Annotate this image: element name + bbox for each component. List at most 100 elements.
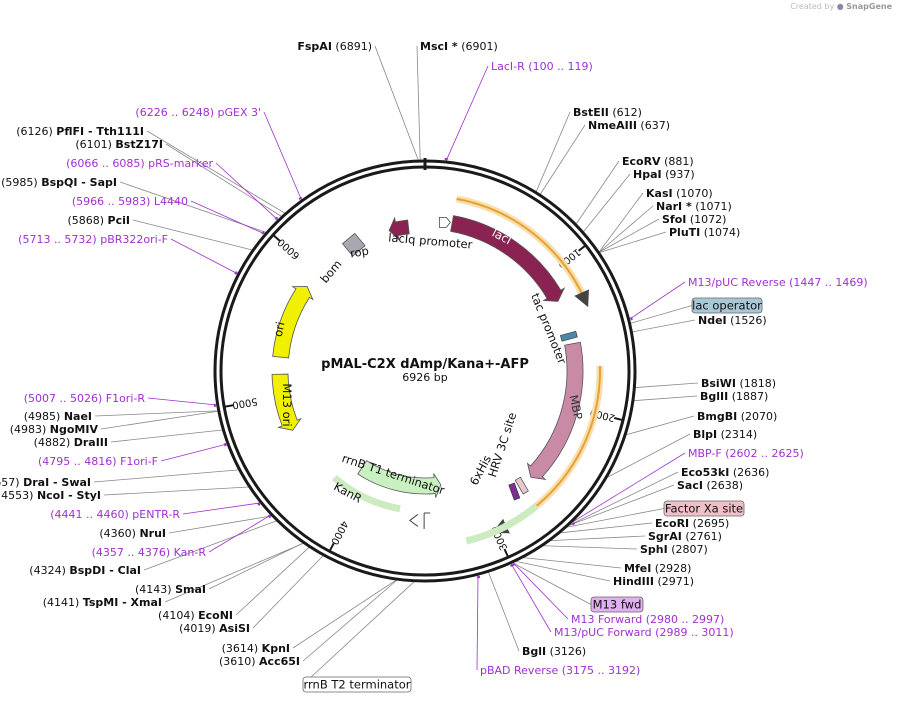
primer-line-f1ori-f (160, 443, 228, 462)
primer-f1ori-r[interactable]: (5007 .. 5026) F1ori-R (24, 392, 146, 405)
site-sfoi[interactable]: SfoI (1072) (662, 213, 726, 226)
site-line-ndei (632, 319, 696, 333)
site-mfei[interactable]: MfeI (2928) (624, 562, 691, 575)
site-ecorv[interactable]: EcoRV (881) (622, 155, 694, 168)
site-pos: (6126) (16, 125, 53, 138)
site-pos: (5868) (67, 214, 104, 227)
site-ecori[interactable]: EcoRI (2695) (655, 517, 729, 530)
site-pos: (4324) (29, 564, 66, 577)
primer-line-laci-r (445, 65, 489, 162)
site-sgrai[interactable]: SgrAI (2761) (648, 530, 722, 543)
primer-kan-r[interactable]: (4357 .. 4376) Kan-R (92, 546, 207, 559)
site-sphi[interactable]: SphI (2807) (640, 543, 708, 556)
primer-line-mbp-f (571, 452, 686, 523)
feature-bom[interactable] (341, 232, 366, 257)
site-saci[interactable]: SacI (2638) (677, 479, 743, 492)
rrnB-T1-terminator-icon[interactable] (423, 512, 431, 529)
feature-KanR[interactable] (357, 460, 442, 498)
lacIq-promoter-icon[interactable] (438, 216, 451, 228)
site-asisi[interactable]: (4019) AsiSI (179, 622, 250, 635)
site-econi[interactable]: (4104) EcoNI (158, 609, 233, 622)
site-kpni[interactable]: (3614) KpnI (222, 642, 290, 655)
label-tac-promoter: tac promoter (528, 291, 569, 366)
primer-line-prs-marker (215, 162, 279, 221)
primer-m13-puc-reverse[interactable]: M13/pUC Reverse (1447 .. 1469) (688, 276, 868, 289)
primer-pentr-r[interactable]: (4441 .. 4460) pENTR-R (50, 508, 180, 521)
site-bsiwi[interactable]: BsiWI (1818) (701, 377, 776, 390)
primer-f1ori-f[interactable]: (4795 .. 4816) F1ori-F (38, 455, 158, 468)
site-msci[interactable]: MscI * (6901) (420, 40, 498, 53)
primer-m13-puc-forward[interactable]: M13/pUC Forward (2989 .. 3011) (554, 626, 734, 639)
HRV-3C-site-icon[interactable] (514, 476, 529, 495)
site-pos: (5985) (1, 176, 38, 189)
label-MBP: MBP (566, 394, 585, 421)
site-name: KpnI (262, 642, 290, 655)
primer-pbr322ori-f[interactable]: (5713 .. 5732) pBR322ori-F (18, 233, 168, 246)
site-nmeaiii[interactable]: NmeAIII (637) (588, 119, 670, 132)
primer-prs-marker[interactable]: (6066 .. 6085) pRS-marker (66, 157, 213, 170)
primer-mark (476, 575, 481, 579)
site-pos: (1074) (704, 226, 741, 239)
primer-l4440[interactable]: (5966 .. 5983) L4440 (72, 195, 188, 208)
site-pcii[interactable]: (5868) PciI (67, 214, 130, 227)
site-smai[interactable]: (4143) SmaI (135, 583, 206, 596)
site-line-draiii (110, 429, 223, 443)
site-fspai[interactable]: FspAI (6891) (297, 40, 372, 53)
site-nari[interactable]: NarI * (1071) (656, 200, 732, 213)
site-pflfi[interactable]: (6126) PflFI - Tth111I (16, 125, 144, 138)
site-tspmi[interactable]: (4141) TspMI - XmaI (43, 596, 162, 609)
site-pluti[interactable]: PluTI (1074) (669, 226, 740, 239)
site-bstz17i[interactable]: (6101) BstZ17I (75, 138, 163, 151)
box-rrnb-t2-terminator[interactable] (302, 676, 412, 693)
site-bspqi[interactable]: (5985) BspQI - SapI (1, 176, 117, 189)
feature-MBP[interactable] (526, 341, 584, 481)
site-bgli[interactable]: BglI (3126) (522, 645, 586, 658)
tac-promoter-icon[interactable] (559, 330, 578, 342)
site-bspdi[interactable]: (4324) BspDI - ClaI (29, 564, 141, 577)
primer-mark (257, 502, 261, 506)
feature-ori[interactable] (272, 286, 314, 359)
6xHis-icon[interactable] (508, 482, 521, 501)
site-hindiii[interactable]: HindIII (2971) (613, 575, 694, 588)
primer-pgex-3[interactable]: (6226 .. 6248) pGEX 3' (135, 106, 261, 119)
site-name: Eco53kI (681, 466, 729, 479)
site-draiii[interactable]: (4882) DraIII (34, 436, 108, 449)
site-ncoi[interactable]: (4553) NcoI - StyI (0, 489, 101, 502)
feature-KanR-shape (357, 460, 442, 498)
site-nrui[interactable]: (4360) NruI (99, 527, 166, 540)
primer-line-pbr322ori-f (170, 238, 238, 275)
box-m13-fwd[interactable] (590, 596, 644, 613)
site-bmgbi[interactable]: BmgBI (2070) (697, 410, 777, 423)
tick-2000 (614, 417, 624, 422)
site-line-ncoi (103, 486, 249, 496)
site-kasi[interactable]: KasI (1070) (646, 187, 713, 200)
primer-mbp-f[interactable]: MBP-F (2602 .. 2625) (688, 447, 804, 460)
site-acc65i[interactable]: (3610) Acc65I (219, 655, 300, 668)
site-line-bmgbi (626, 415, 695, 436)
primer-pbad-reverse[interactable]: pBAD Reverse (3175 .. 3192) (480, 664, 640, 677)
site-blpi[interactable]: BlpI (2314) (693, 428, 757, 441)
tick-6000 (272, 234, 281, 242)
primer-m13-forward[interactable]: M13 Forward (2980 .. 2997) (571, 613, 724, 626)
primer-range: (5713 .. 5732) (18, 233, 97, 246)
primer-laci-r[interactable]: LacI-R (100 .. 119) (491, 60, 593, 73)
feature-M13-ori[interactable] (271, 373, 302, 431)
box-lac-operator[interactable] (691, 297, 763, 314)
site-ngomiv[interactable]: (4983) NgoMIV (10, 423, 99, 436)
primer-mark (261, 230, 265, 235)
rrnB-terminator-arrow-icon[interactable] (408, 514, 419, 527)
site-eco53ki[interactable]: Eco53kI (2636) (681, 466, 769, 479)
site-drai[interactable]: (4657) DraI - SwaI (0, 476, 91, 489)
site-bsteii[interactable]: BstEII (612) (573, 106, 642, 119)
feature-lacI[interactable] (450, 215, 566, 302)
site-ndei[interactable]: NdeI (1526) (698, 314, 767, 327)
site-naei[interactable]: (4985) NaeI (24, 410, 92, 423)
feature-rop[interactable] (388, 216, 410, 241)
box-factor-xa-site[interactable] (663, 500, 745, 517)
site-line-drai (93, 469, 239, 483)
site-hpai[interactable]: HpaI (937) (633, 168, 695, 181)
site-pos: (4360) (99, 527, 136, 540)
site-line-pluti (599, 231, 667, 253)
site-bglii[interactable]: BglII (1887) (700, 390, 768, 403)
box-label-lac-operator: lac operator (692, 299, 762, 313)
